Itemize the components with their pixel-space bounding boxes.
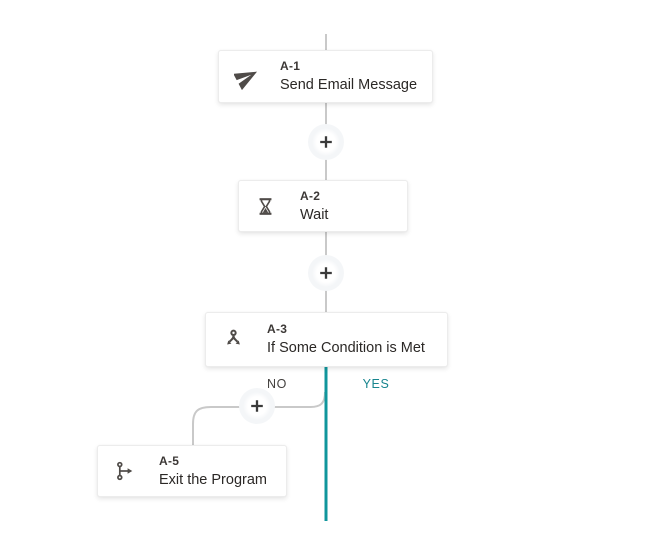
node-card-exit[interactable]: A-5 Exit the Program [97,445,287,497]
branch-label-yes: YES [362,377,390,391]
node-label: Send Email Message [280,77,418,93]
node-id: A-2 [300,188,321,203]
send-icon [234,64,280,90]
plus-icon [251,400,263,412]
connector-no-branch [192,391,326,445]
add-step-button[interactable] [308,255,344,291]
hourglass-icon [254,195,300,218]
branch-label-no: NO [267,377,287,391]
node-card-send-email[interactable]: A-1 Send Email Message [218,50,433,103]
node-card-condition[interactable]: A-3 If Some Condition is Met [205,312,448,367]
plus-icon [320,136,332,148]
exit-icon [113,459,159,483]
node-id: A-3 [267,322,288,336]
node-label: If Some Condition is Met [267,340,425,356]
node-label: Wait [300,206,329,223]
decision-split-icon [221,327,267,352]
add-step-button[interactable] [308,124,344,160]
node-id: A-1 [280,59,301,73]
node-label: Exit the Program [159,471,267,488]
add-step-button[interactable] [239,388,275,424]
node-card-wait[interactable]: A-2 Wait [238,180,408,232]
node-id: A-5 [159,453,180,468]
plus-icon [320,267,332,279]
